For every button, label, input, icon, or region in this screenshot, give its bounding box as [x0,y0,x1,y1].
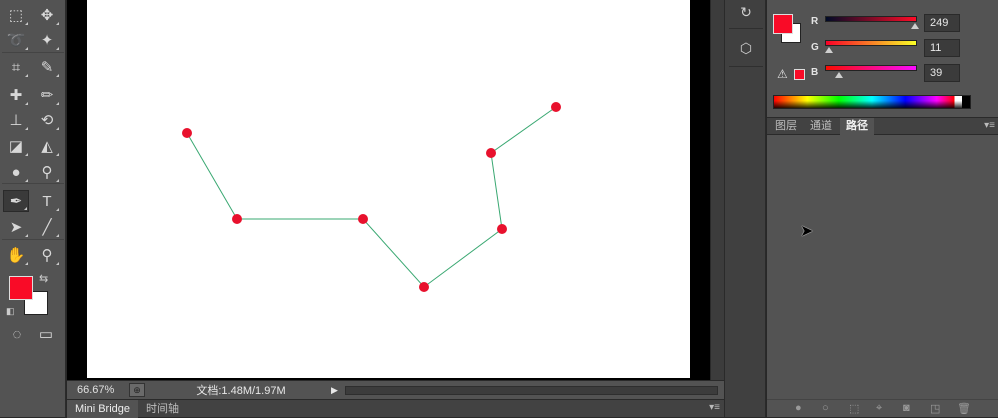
add-mask-icon[interactable]: ◙ [903,402,910,414]
anchor-point[interactable] [232,214,242,224]
color-panel-foreground-swatch[interactable] [773,14,793,34]
document-info: 文档:1.48M/1.97M [196,385,286,397]
load-as-selection-icon[interactable]: ⬚ [849,403,860,415]
red-slider-handle[interactable] [910,23,919,29]
panel-menu-icon[interactable]: ▾≡ [709,402,720,413]
anchor-point[interactable] [551,102,561,112]
anchor-point[interactable] [182,128,192,138]
lasso-tool-icon[interactable]: ➰ [3,29,29,51]
paths-panel-content[interactable]: ➤ [767,136,998,399]
collapsed-panel-dock: ↻ ⬡ [724,0,766,417]
anchor-point[interactable] [358,214,368,224]
paths-panel-footer: ● ○ ⬚ ⌖ ◙ ◳ 🗑 [767,399,998,417]
gamut-color-swatch[interactable] [794,69,805,80]
move-tool-icon[interactable]: ✥ [34,4,60,26]
history-panel-icon[interactable]: ↻ [740,3,752,20]
blue-channel-label: B [811,67,819,78]
toolbar-divider [2,52,64,53]
blue-value-field[interactable]: 39 [924,64,960,82]
tab-paths[interactable]: 路径 [840,118,874,135]
new-path-icon[interactable]: ◳ [930,403,941,415]
color-spectrum-ramp[interactable] [773,95,971,109]
red-value-field[interactable]: 249 [924,14,960,32]
green-channel-label: G [811,42,819,53]
status-menu-arrow-icon[interactable]: ▶ [331,384,338,395]
tab-layers[interactable]: 图层 [775,120,797,132]
default-colors-icon[interactable]: ◧ [6,306,15,316]
tab-mini-bridge[interactable]: Mini Bridge [67,399,139,418]
green-value-field[interactable]: 11 [924,39,960,57]
layers-panel-tabs: 图层 通道 路径 ▾≡ [767,117,998,135]
document-workspace [67,0,710,380]
delete-path-icon[interactable]: 🗑 [957,403,971,415]
anchor-point[interactable] [419,282,429,292]
3d-panel-icon[interactable]: ⬡ [739,39,753,56]
paint-bucket-tool-icon[interactable]: ◭ [34,135,60,157]
dodge-tool-icon[interactable]: ⚲ [34,161,60,183]
hand-tool-icon[interactable]: ✋ [3,244,29,266]
right-panel-column: R 249 G 11 ⚠ B 39 图层 通道 路径 ▾≡ ➤ ● ○ ⬚ ⌖ … [767,0,998,417]
line-tool-icon[interactable]: ╱ [34,216,60,238]
make-work-path-icon[interactable]: ⌖ [876,402,883,414]
status-info-icon[interactable]: ⊕ [129,383,145,397]
horizontal-scrollbar[interactable] [345,385,718,395]
green-slider-handle[interactable] [824,47,833,53]
toolbar-divider [2,183,64,184]
eyedropper-tool-icon[interactable]: ✎ [34,56,60,78]
red-channel-slider[interactable] [825,16,917,22]
paths-panel-menu-icon[interactable]: ▾≡ [984,120,995,131]
fill-path-icon[interactable]: ● [795,402,802,414]
pen-tool-icon[interactable]: ✒ [3,190,29,212]
clone-stamp-tool-icon[interactable]: ⊥ [3,109,29,131]
bottom-panel-tabs: Mini Bridge 时间轴 ▾≡ [67,399,724,418]
blue-slider-handle[interactable] [835,72,844,78]
dock-divider [729,28,763,29]
gamut-warning-icon[interactable]: ⚠ [777,67,788,81]
type-tool-icon[interactable]: T [34,190,60,212]
path-drawing[interactable] [87,0,690,378]
brush-tool-icon[interactable]: ✏ [34,84,60,106]
mouse-cursor-icon: ➤ [800,223,814,240]
color-panel: R 249 G 11 ⚠ B 39 [767,0,998,115]
tab-channels[interactable]: 通道 [810,120,832,132]
tools-panel: ⬚✥➰✦⌗✎✚✏⊥⟲◪◭●⚲✒T➤╱✋⚲ ⇆ ◧ ◌ ▭ [0,0,66,417]
anchor-point[interactable] [486,148,496,158]
marquee-tool-icon[interactable]: ⬚ [3,4,29,26]
toolbar-divider [2,239,64,240]
screen-mode-icon[interactable]: ▭ [38,325,54,343]
swap-colors-icon[interactable]: ⇆ [39,273,49,285]
stroke-path-icon[interactable]: ○ [822,402,829,414]
zoom-tool-icon[interactable]: ⚲ [34,244,60,266]
eraser-tool-icon[interactable]: ◪ [3,135,29,157]
green-channel-slider[interactable] [825,40,917,46]
zoom-level[interactable]: 66.67% [77,384,115,396]
blur-tool-icon[interactable]: ● [3,161,29,183]
anchor-point[interactable] [497,224,507,234]
quick-mask-icon[interactable]: ◌ [12,325,22,343]
vertical-scrollbar[interactable] [710,0,724,380]
blue-channel-slider[interactable] [825,65,917,71]
history-brush-tool-icon[interactable]: ⟲ [34,109,60,131]
dock-divider [729,66,763,67]
document-canvas[interactable] [87,0,690,378]
path-selection-tool-icon[interactable]: ➤ [3,216,29,238]
healing-brush-tool-icon[interactable]: ✚ [3,84,29,106]
work-path-line[interactable] [186,106,557,288]
magic-wand-tool-icon[interactable]: ✦ [34,29,60,51]
crop-tool-icon[interactable]: ⌗ [3,56,29,78]
tab-timeline[interactable]: 时间轴 [146,402,180,415]
red-channel-label: R [811,16,819,27]
foreground-color-swatch[interactable] [9,276,33,300]
status-bar: 66.67% ⊕ 文档:1.48M/1.97M ▶ [67,380,724,399]
